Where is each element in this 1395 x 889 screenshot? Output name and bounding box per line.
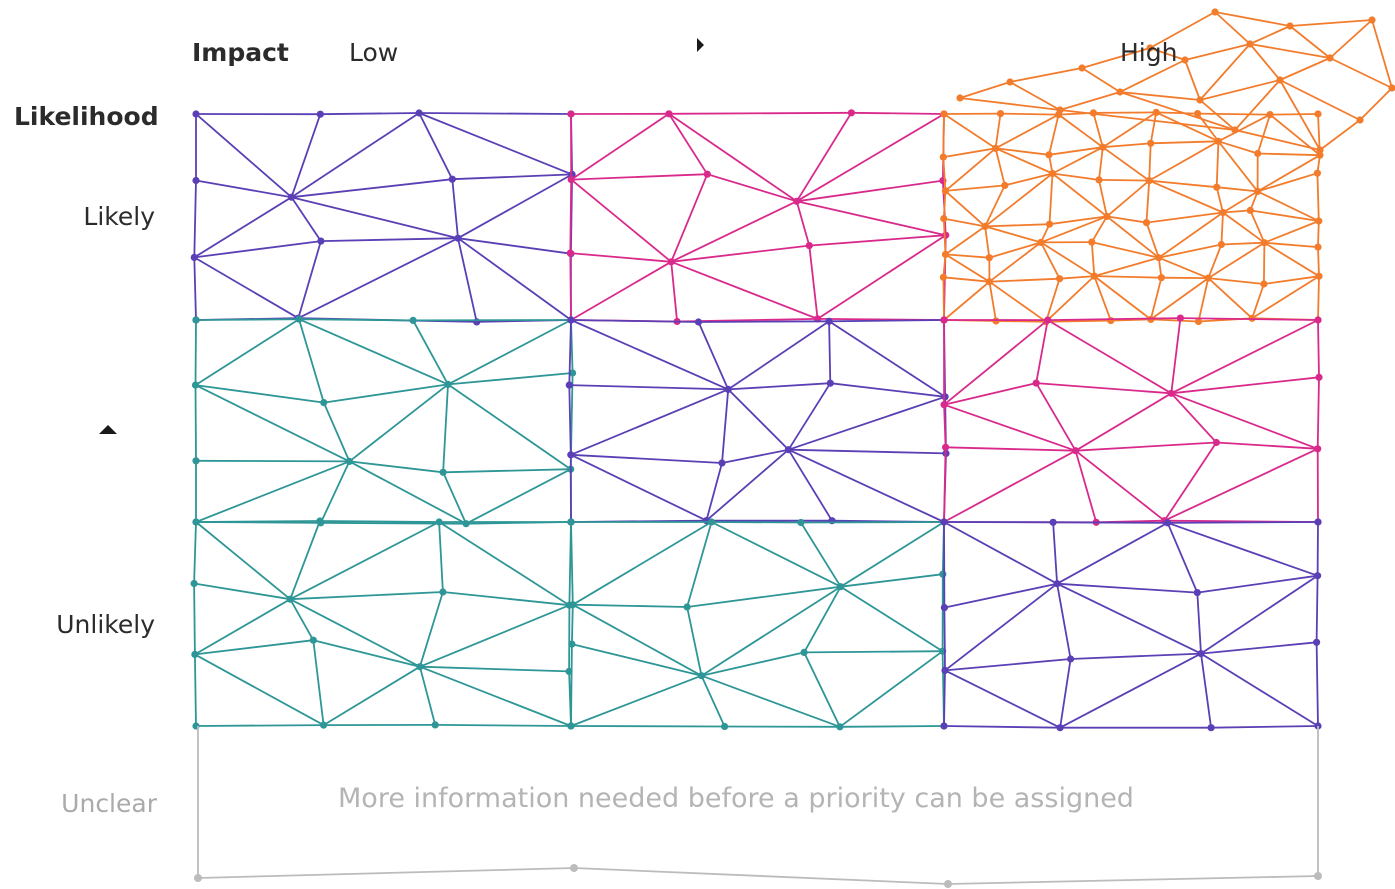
unlikely-label: Unlikely <box>56 610 155 639</box>
impact-high-label: High <box>1120 38 1178 67</box>
impact-axis-title: Impact <box>192 38 289 67</box>
unclear-note: More information needed before a priorit… <box>338 783 1134 814</box>
likelihood-arrow-icon <box>99 425 117 434</box>
unclear-label: Unclear <box>61 789 157 818</box>
matrix-cell-critical <box>939 108 1324 326</box>
matrix-cell-medium <box>190 109 576 326</box>
matrix-cell-low <box>567 518 948 731</box>
critical-spill <box>956 8 1395 154</box>
matrix-cell-low <box>191 315 577 528</box>
matrix-cell-medium <box>565 316 950 526</box>
matrix-cell-high <box>566 109 950 326</box>
impact-arrow-icon <box>697 38 704 52</box>
matrix-cell-low <box>190 517 575 730</box>
unclear-zone <box>194 726 1322 888</box>
matrix-cell-medium <box>940 518 1322 732</box>
likelihood-axis-title: Likelihood <box>14 102 159 131</box>
likely-label: Likely <box>83 202 155 231</box>
impact-low-label: Low <box>349 38 399 67</box>
matrix-cell-high <box>940 314 1323 526</box>
